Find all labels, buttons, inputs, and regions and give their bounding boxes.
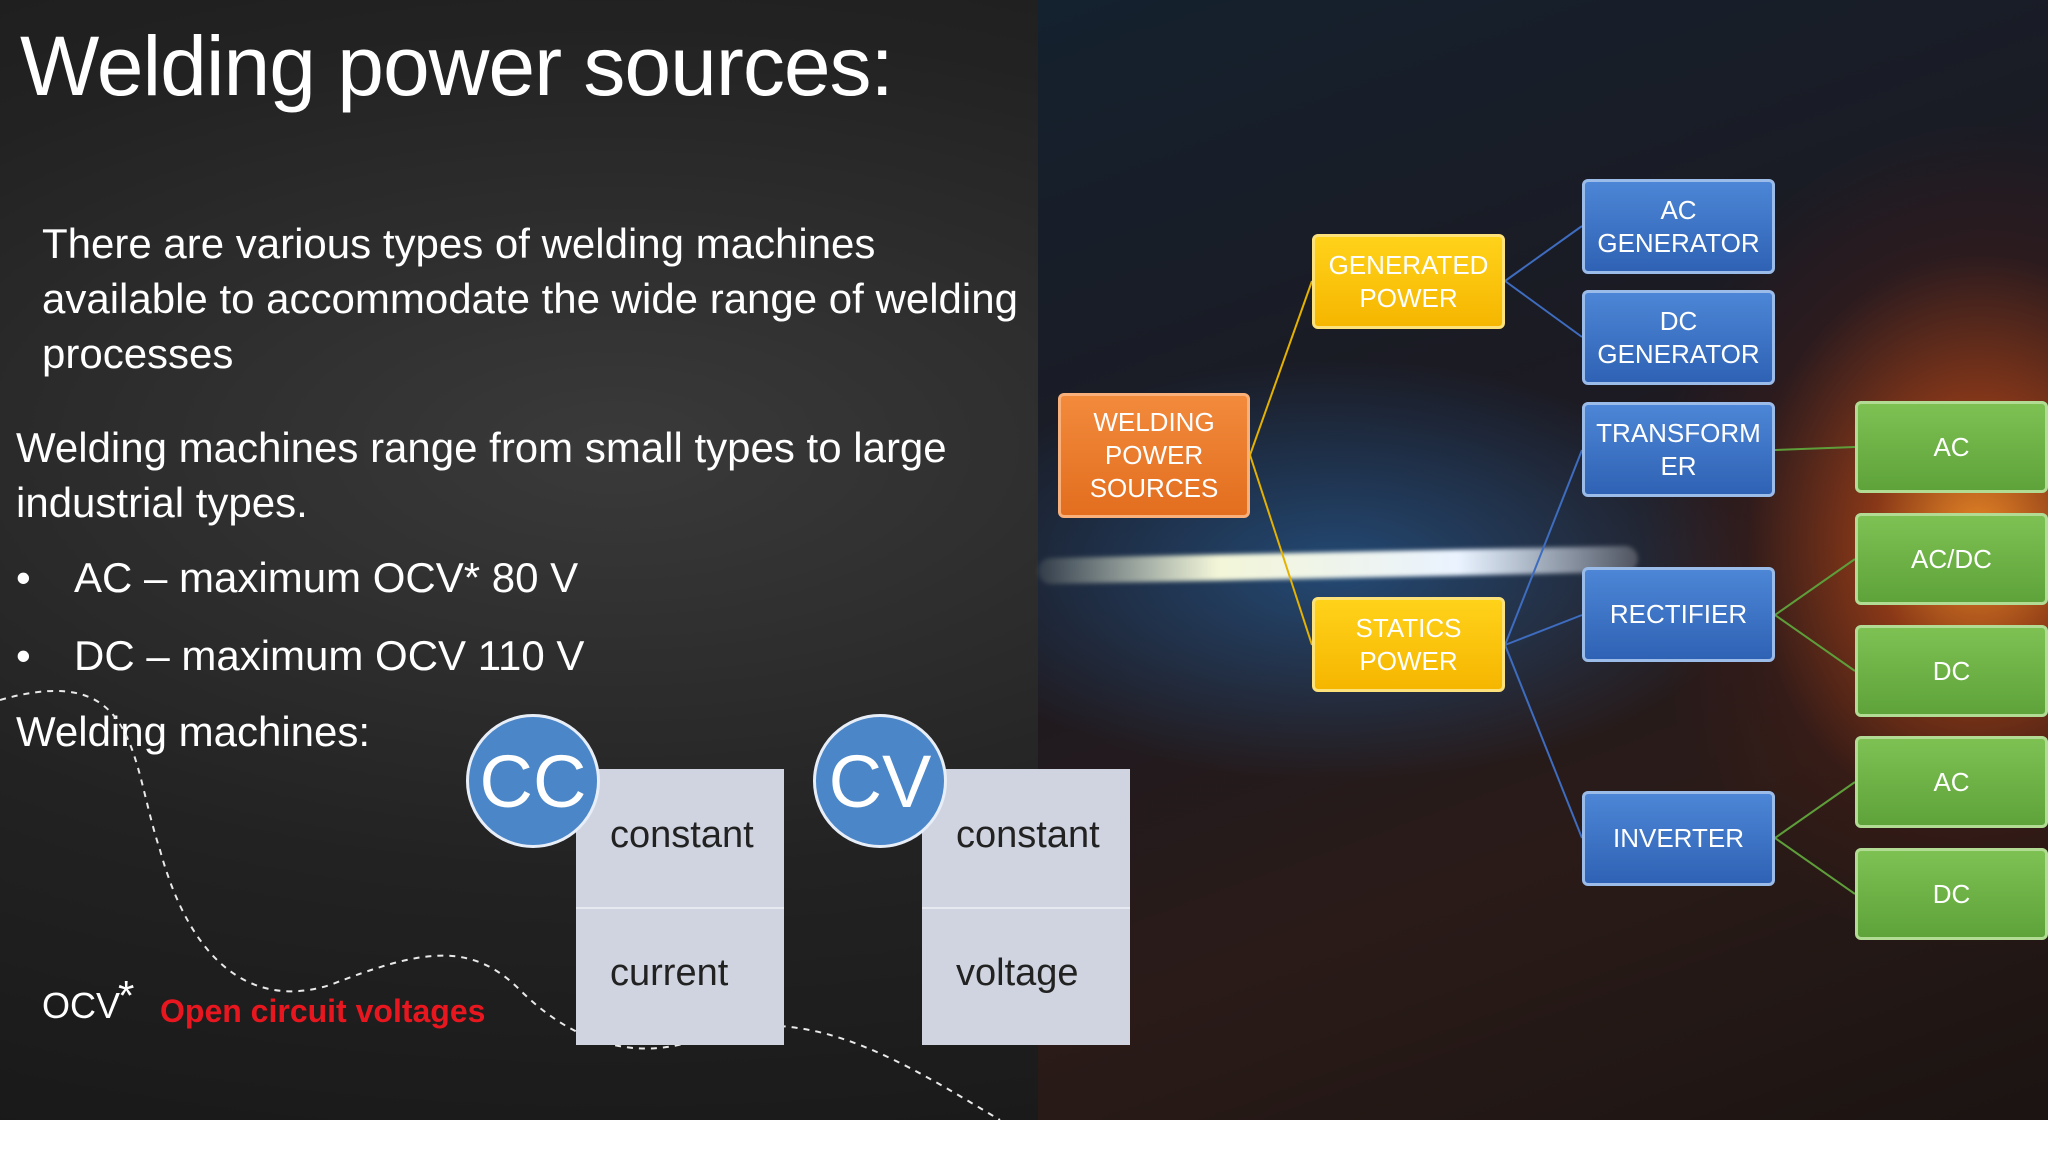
- cc-circle: CC: [466, 714, 600, 848]
- node-dc-generator: DC GENERATOR: [1582, 290, 1775, 385]
- node-transformer: TRANSFORMER: [1582, 402, 1775, 497]
- slide-background: Welding power sources: There are various…: [0, 0, 2048, 1120]
- diagram-connectors: [1249, 225, 1856, 895]
- node-output-dc-2: DC: [1855, 848, 2048, 940]
- link-statics-rectifier: [1504, 614, 1583, 646]
- bullet-ac: • AC – maximum OCV* 80 V: [16, 554, 578, 602]
- link-rectifier-dc: [1774, 614, 1856, 672]
- range-paragraph: Welding machines range from small types …: [16, 424, 947, 526]
- node-rectifier: RECTIFIER: [1582, 567, 1775, 662]
- node-output-acdc: AC/DC: [1855, 513, 2048, 605]
- link-generated-acgen: [1504, 225, 1583, 282]
- node-generated-power: GENERATED POWER: [1312, 234, 1505, 329]
- node-output-ac-2: AC: [1855, 736, 2048, 828]
- intro-paragraph: There are various types of welding machi…: [42, 220, 1018, 377]
- cv-top-text: constant: [956, 814, 1100, 856]
- link-inverter-ac: [1774, 781, 1856, 839]
- link-root-generated: [1249, 280, 1313, 456]
- link-generated-dcgen: [1504, 280, 1583, 338]
- footnote-ocv: OCV: [42, 985, 121, 1026]
- cv-box: constant voltage: [922, 769, 1130, 1045]
- cc-bottom-text: current: [610, 952, 729, 994]
- node-output-dc-1: DC: [1855, 625, 2048, 717]
- cv-box-divider: [922, 907, 1130, 909]
- link-inverter-dc: [1774, 837, 1856, 895]
- bullet-ac-text: AC – maximum OCV* 80 V: [74, 554, 579, 601]
- cv-circle: CV: [813, 714, 947, 848]
- bullet-dc-text: DC – maximum OCV 110 V: [74, 632, 585, 679]
- link-statics-transformer: [1504, 449, 1583, 646]
- machines-heading: Welding machines:: [16, 708, 371, 755]
- footnote-star: *: [118, 972, 135, 1019]
- node-output-ac-1: AC: [1855, 401, 2048, 493]
- node-statics-power: STATICS POWER: [1312, 597, 1505, 692]
- cv-bottom-text: voltage: [956, 952, 1079, 994]
- link-transformer-ac: [1774, 446, 1856, 451]
- slide-title: Welding power sources:: [20, 19, 894, 113]
- node-welding-power-sources: WELDING POWER SOURCES: [1058, 393, 1250, 518]
- footnote-definition: Open circuit voltages: [160, 993, 486, 1029]
- node-ac-generator: AC GENERATOR: [1582, 179, 1775, 274]
- cc-box: constant current: [576, 769, 784, 1045]
- link-rectifier-acdc: [1774, 558, 1856, 616]
- cc-top-text: constant: [610, 814, 754, 856]
- cc-box-divider: [576, 907, 784, 909]
- link-root-statics: [1249, 454, 1313, 646]
- link-statics-inverter: [1504, 644, 1583, 839]
- bullet-dc: • DC – maximum OCV 110 V: [16, 632, 584, 680]
- bullet-symbol: •: [16, 554, 31, 601]
- bullet-symbol: •: [16, 632, 31, 679]
- node-inverter: INVERTER: [1582, 791, 1775, 886]
